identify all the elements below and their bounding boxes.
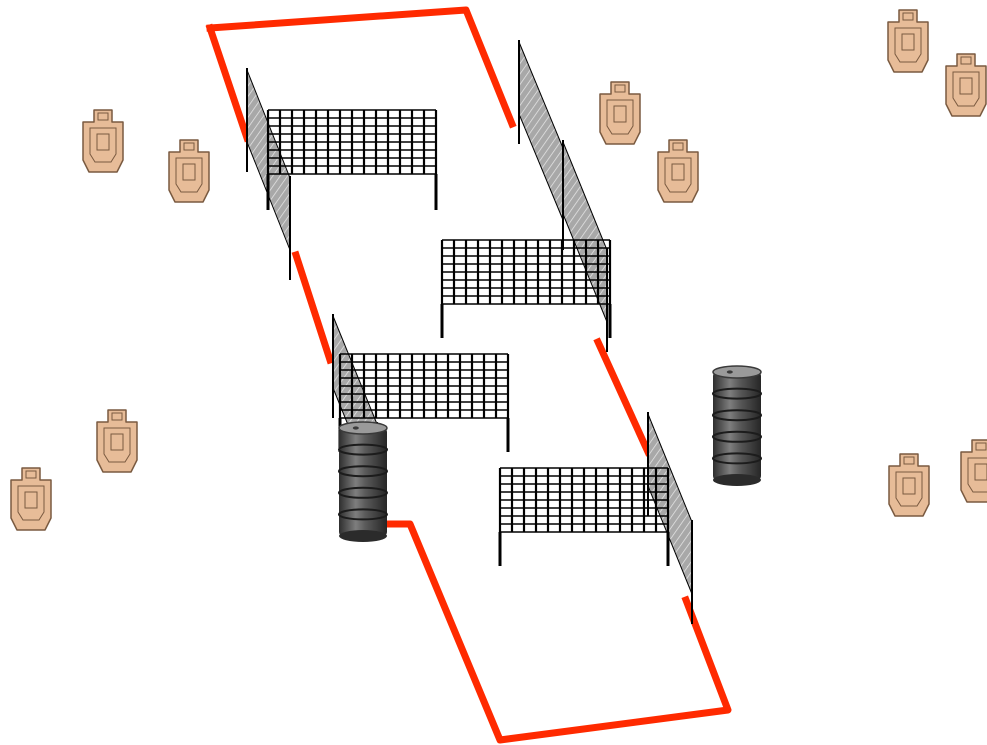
side-panel: [518, 40, 564, 250]
grid-fences: [266, 109, 670, 566]
grid-fence: [498, 467, 670, 566]
side-panel: [647, 412, 693, 624]
grid-fence: [338, 353, 510, 452]
side-panel: [562, 140, 608, 352]
target-silhouette: [82, 109, 124, 173]
target-silhouette: [10, 467, 52, 531]
target-silhouette: [96, 409, 138, 473]
fault-line-segment: [206, 6, 517, 129]
targets: [10, 9, 987, 531]
barrels: [338, 365, 762, 542]
target-silhouette: [168, 139, 210, 203]
target-silhouette: [945, 53, 987, 117]
fault-lines: [205, 6, 732, 744]
target-silhouette: [888, 453, 930, 517]
grid-fence: [266, 109, 438, 210]
target-silhouette: [657, 139, 699, 203]
barrel-stack: [338, 421, 388, 542]
fault-line-segment: [384, 520, 732, 744]
target-silhouette: [960, 439, 987, 503]
fault-line-segment: [205, 23, 252, 143]
fault-line-segment: [593, 337, 653, 457]
grid-fence: [440, 239, 612, 338]
target-silhouette: [599, 81, 641, 145]
target-silhouette: [887, 9, 929, 73]
barrel-stack: [712, 365, 762, 486]
fault-line-segment: [291, 250, 335, 365]
